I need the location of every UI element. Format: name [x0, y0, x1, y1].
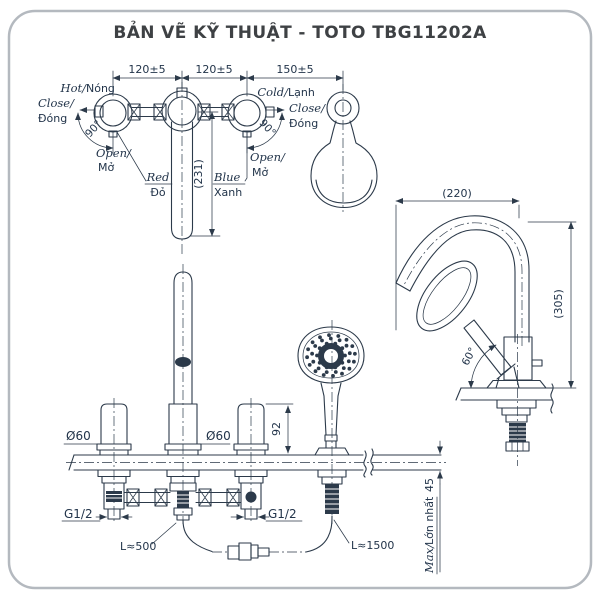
open-left-label-vi: Mở [98, 161, 114, 174]
red-label-en: Red [146, 170, 170, 184]
dim-spout-to-cold: 120±5 [195, 63, 232, 76]
blue-label-vi: Xanh [214, 186, 242, 199]
blue-label-en: Blue [213, 170, 241, 184]
dim-cold-to-shower: 150±5 [276, 63, 313, 76]
front-view: Ø60 Ø60 92 [61, 264, 446, 575]
dim-hose-shower: L≈1500 [351, 539, 394, 552]
spray-nozzle-dots [305, 333, 357, 378]
dim-hot-to-spout: 120±5 [128, 63, 165, 76]
dim-thread-left: G1/2 [64, 507, 93, 521]
cold-handle-front [233, 398, 269, 524]
dim-spout-width: (220) [442, 187, 472, 200]
spout-front [164, 264, 202, 524]
close-right-label-en: Close/ [289, 101, 326, 115]
pipe-couplings [127, 103, 235, 121]
top-view: 120±5 120±5 150±5 Hot/ Nóng Close/ Đóng … [38, 63, 378, 256]
dim-counter-max-en: Max/ [422, 543, 436, 574]
hot-label-vi: Nóng [86, 82, 115, 95]
dim-handle-height: 92 [270, 422, 283, 436]
red-label-vi: Đỏ [150, 186, 166, 199]
open-right-label-vi: Mở [252, 166, 268, 179]
close-left-label-en: Close/ [38, 96, 75, 110]
dim-counter-max-value: 45 [423, 478, 436, 492]
dim-spout-height: (305) [552, 289, 565, 319]
open-left-label-en: Open/ [96, 146, 132, 160]
dim-thread-right: G1/2 [268, 507, 297, 521]
underdeck-assembly [97, 469, 347, 521]
close-left-label-vi: Đóng [38, 112, 67, 125]
dim-escutcheon-left: Ø60 [66, 429, 91, 443]
handshower-side [416, 260, 520, 389]
cold-label-vi: Lạnh [288, 86, 315, 99]
hot-label-en: Hot/ [60, 81, 88, 95]
page-frame: BẢN VẼ KỸ THUẬT - TOTO TBG11202A [7, 9, 593, 590]
open-right-label-en: Open/ [250, 150, 286, 164]
counter-thickness-dim: 45 Lớn nhất Max/ [422, 440, 443, 575]
handshower-plan [310, 84, 378, 212]
dim-spout-reach: (231) [192, 159, 205, 189]
dim-counter-max-vi: Lớn nhất [423, 496, 436, 545]
hoses [182, 515, 333, 561]
page-title: BẢN VẼ KỸ THUẬT - TOTO TBG11202A [113, 20, 487, 43]
cold-label-en: Cold/ [257, 85, 289, 99]
dim-escutcheon-mid: Ø60 [206, 429, 231, 443]
dim-hose-spout: L≈500 [120, 540, 156, 553]
close-right-label-vi: Đóng [289, 117, 318, 130]
